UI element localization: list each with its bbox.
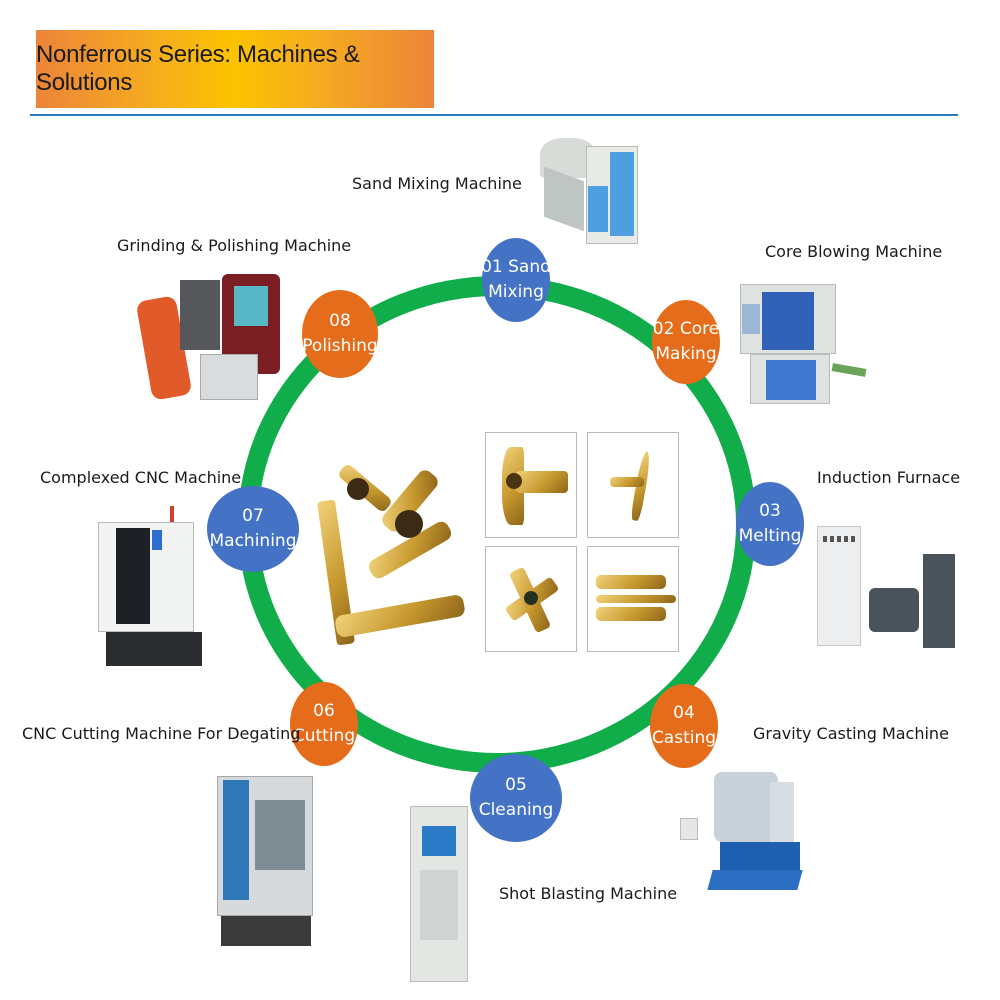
sand-mixer-image	[530, 136, 640, 246]
product-tile-faucet	[587, 432, 679, 538]
brass-fitting-cluster-image	[315, 450, 466, 650]
product-tile-impeller	[485, 546, 577, 652]
gravity-caster-image	[680, 762, 810, 912]
product-tile-tee	[485, 432, 577, 538]
machine-label-sand-mixing: Sand Mixing Machine	[352, 174, 522, 193]
machine-label-shot-blasting: Shot Blasting Machine	[499, 884, 678, 903]
core-blower-image	[736, 278, 867, 408]
machine-label-complexed-cnc: Complexed CNC Machine	[40, 468, 242, 487]
machine-label-core-blowing: Core Blowing Machine	[765, 242, 943, 261]
machine-label-cnc-cutting: CNC Cutting Machine For Degating	[22, 724, 301, 743]
machine-label-grinding-polishing: Grinding & Polishing Machine	[117, 236, 352, 255]
induction-furnace-image	[815, 510, 955, 650]
shot-blaster-image	[400, 800, 480, 986]
machine-label-induction-furnace: Induction Furnace	[817, 468, 961, 487]
machine-label-gravity-casting: Gravity Casting Machine	[753, 724, 949, 743]
product-tile-manifold	[587, 546, 679, 652]
polishing-robot-image	[135, 270, 290, 410]
cnc-cutter-image	[215, 770, 325, 950]
cnc-machine-image	[98, 502, 208, 672]
page-title: Nonferrous Series: Machines & Solutions	[36, 41, 360, 96]
product-samples-grid	[483, 432, 683, 654]
header-divider	[30, 114, 958, 116]
title-banner: Nonferrous Series: Machines & Solutions	[36, 30, 434, 108]
